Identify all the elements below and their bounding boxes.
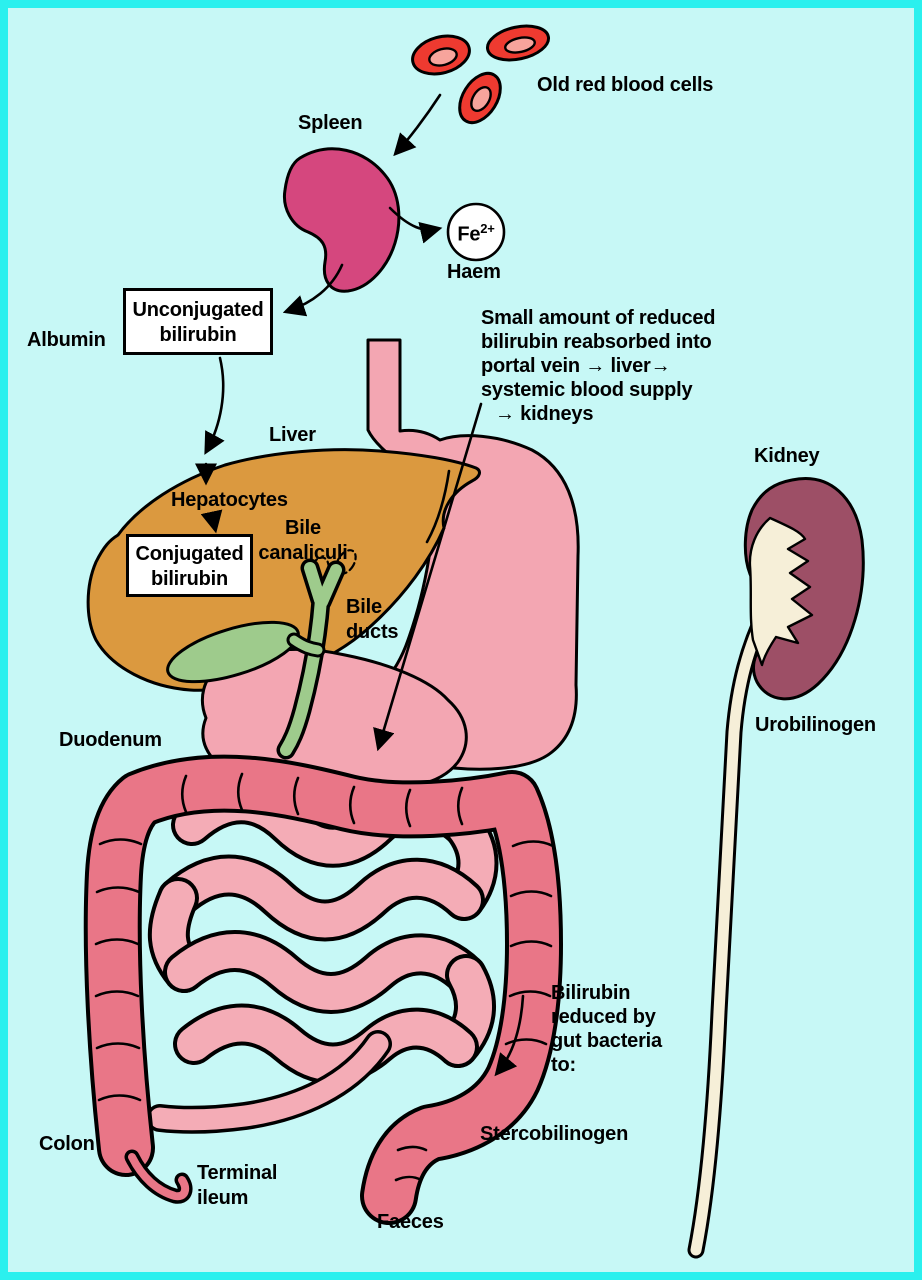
renal-pelvis-shape [748, 516, 814, 667]
label-duodenum: Duodenum [59, 729, 162, 751]
fe-superscript: 2+ [480, 221, 495, 236]
gallbladder-shape [166, 620, 300, 684]
colon-shape [83, 754, 563, 1225]
label-bile-ducts: Bile ducts [346, 596, 399, 643]
colon-haustra-marks [94, 772, 555, 1182]
note-gut-bacteria: Bilirubin reduced by gut bacteria to: [551, 982, 662, 1076]
arrow-spleen-to-bilirubin [282, 263, 344, 317]
label-old-red-blood-cells: Old red blood cells [537, 74, 714, 96]
arrow-spleen-to-haem [388, 206, 443, 244]
arrow-bilirubin-to-liver [204, 356, 225, 455]
unconjugated-bilirubin-box: Unconjugated bilirubin [123, 288, 273, 355]
liver-fold-line [425, 469, 451, 544]
cystic-duct-shape [286, 632, 326, 658]
arrow-in-colon [494, 994, 525, 1077]
terminal-ileum-shape [146, 1030, 392, 1134]
label-terminal-ileum: Terminal ileum [197, 1162, 278, 1209]
label-haem: Haem [447, 261, 501, 283]
liver-shape [86, 448, 481, 692]
label-spleen: Spleen [298, 112, 363, 134]
label-urobilinogen: Urobilinogen [755, 714, 876, 736]
fe-circle [446, 202, 506, 262]
label-hepatocytes: Hepatocytes [171, 489, 288, 511]
label-colon: Colon [39, 1133, 95, 1155]
small-intestine-shape [147, 782, 499, 1085]
label-liver: Liver [269, 424, 316, 446]
label-kidney: Kidney [754, 445, 820, 467]
arrow-note-to-duodenum [373, 402, 483, 752]
arrow-cells-to-spleen [393, 93, 442, 157]
red-blood-cells [411, 24, 551, 125]
label-fe: Fe2+ [457, 221, 495, 246]
label-albumin: Albumin [27, 329, 106, 351]
label-stercobilinogen: Stercobilinogen [480, 1123, 629, 1145]
flow-arrows [194, 93, 525, 1077]
appendix-shape [124, 1149, 193, 1204]
ureter-shape [687, 601, 775, 1259]
arrow-hepatocytes-to-conjugated [200, 509, 223, 534]
conjugated-bilirubin-box: Conjugated bilirubin [126, 534, 253, 597]
bile-duct-shape [276, 558, 346, 760]
label-faeces: Faeces [377, 1211, 444, 1233]
label-bile-canaliculi: Bile canaliculi [258, 517, 348, 564]
note-reabsorption: Small amount of reduced bilirubin reabso… [481, 307, 716, 425]
spleen-shape [282, 147, 401, 293]
